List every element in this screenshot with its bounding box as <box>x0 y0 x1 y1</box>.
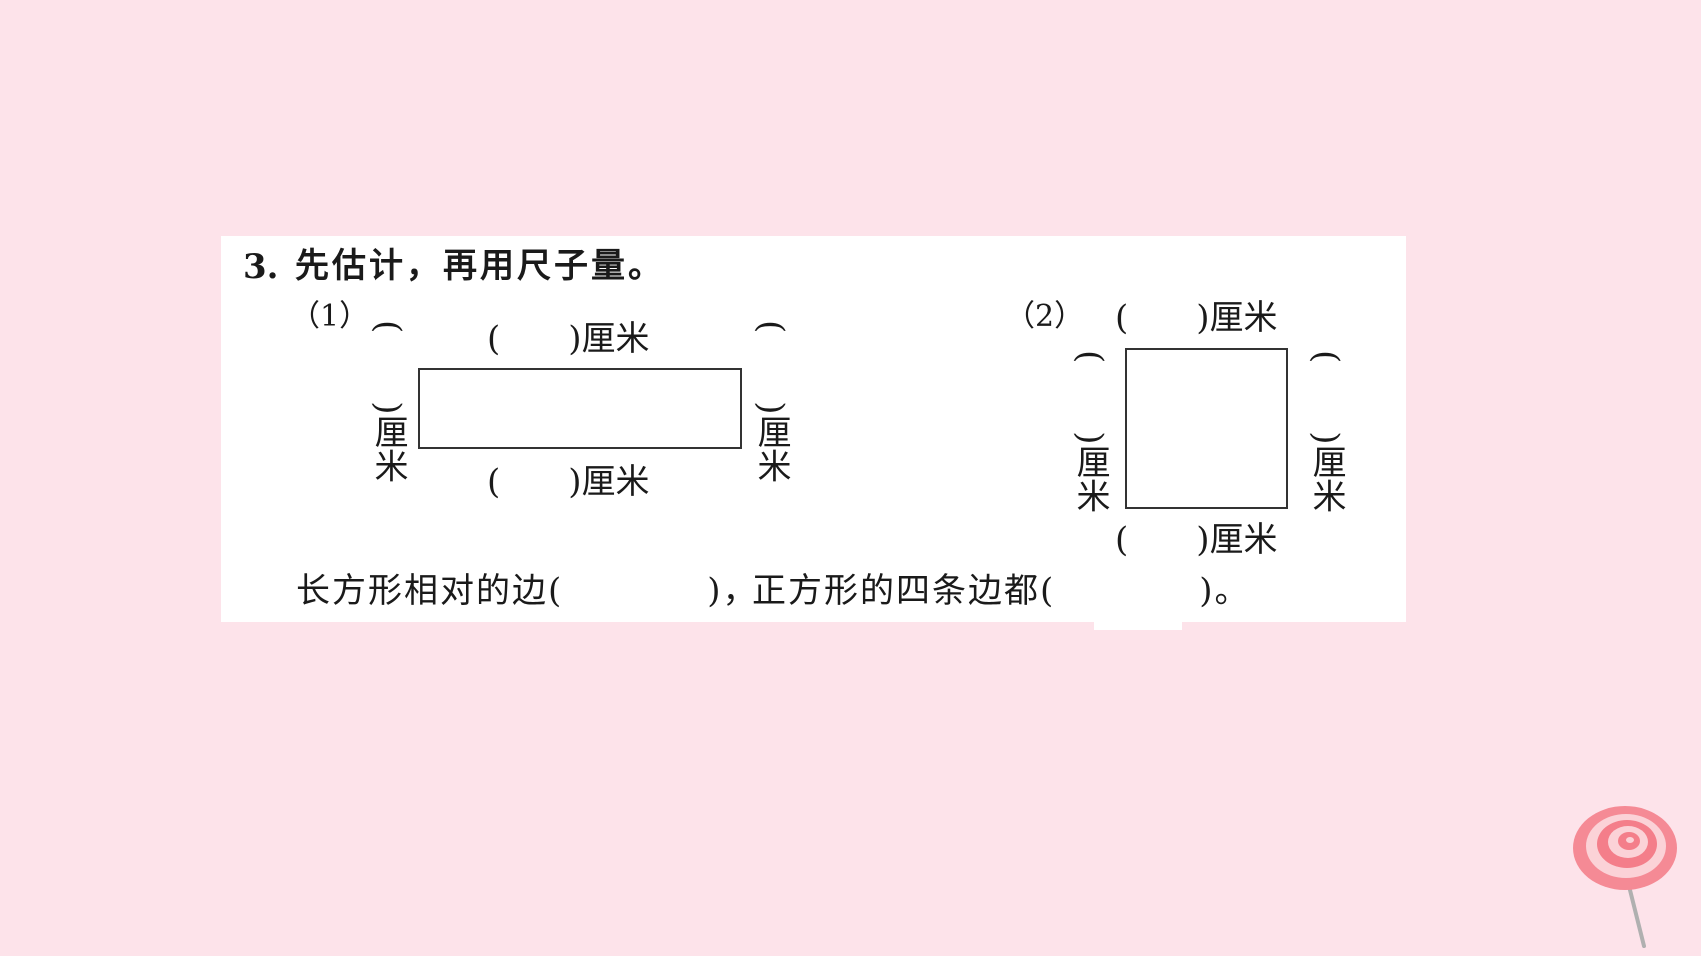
part1-left-blank: ( )厘米 <box>368 320 408 483</box>
part1-top-blank: ( )厘米 <box>487 319 650 359</box>
part2-left-blank: ( )厘米 <box>1070 350 1110 513</box>
part1-bottom-blank: ( )厘米 <box>487 462 650 502</box>
rectangle-shape <box>418 368 742 449</box>
conclusion-text-1: 长方形相对的边( )， <box>296 571 759 611</box>
question-number: 3. <box>243 247 279 287</box>
conclusion-text-2: 正方形的四条边都( )。 <box>752 571 1251 611</box>
square-shape <box>1125 348 1288 509</box>
part2-right-blank: ( )厘米 <box>1306 350 1346 513</box>
part2-bottom-blank: ( )厘米 <box>1115 520 1278 560</box>
part1-right-blank: ( )厘米 <box>751 320 791 483</box>
card-tab <box>1094 622 1182 630</box>
lollipop-icon <box>1573 806 1677 948</box>
part1-label: （1） <box>290 299 370 334</box>
question-title: 先估计，再用尺子量。 <box>295 246 665 286</box>
part2-top-blank: ( )厘米 <box>1115 298 1278 338</box>
part2-label: （2） <box>1005 299 1085 334</box>
